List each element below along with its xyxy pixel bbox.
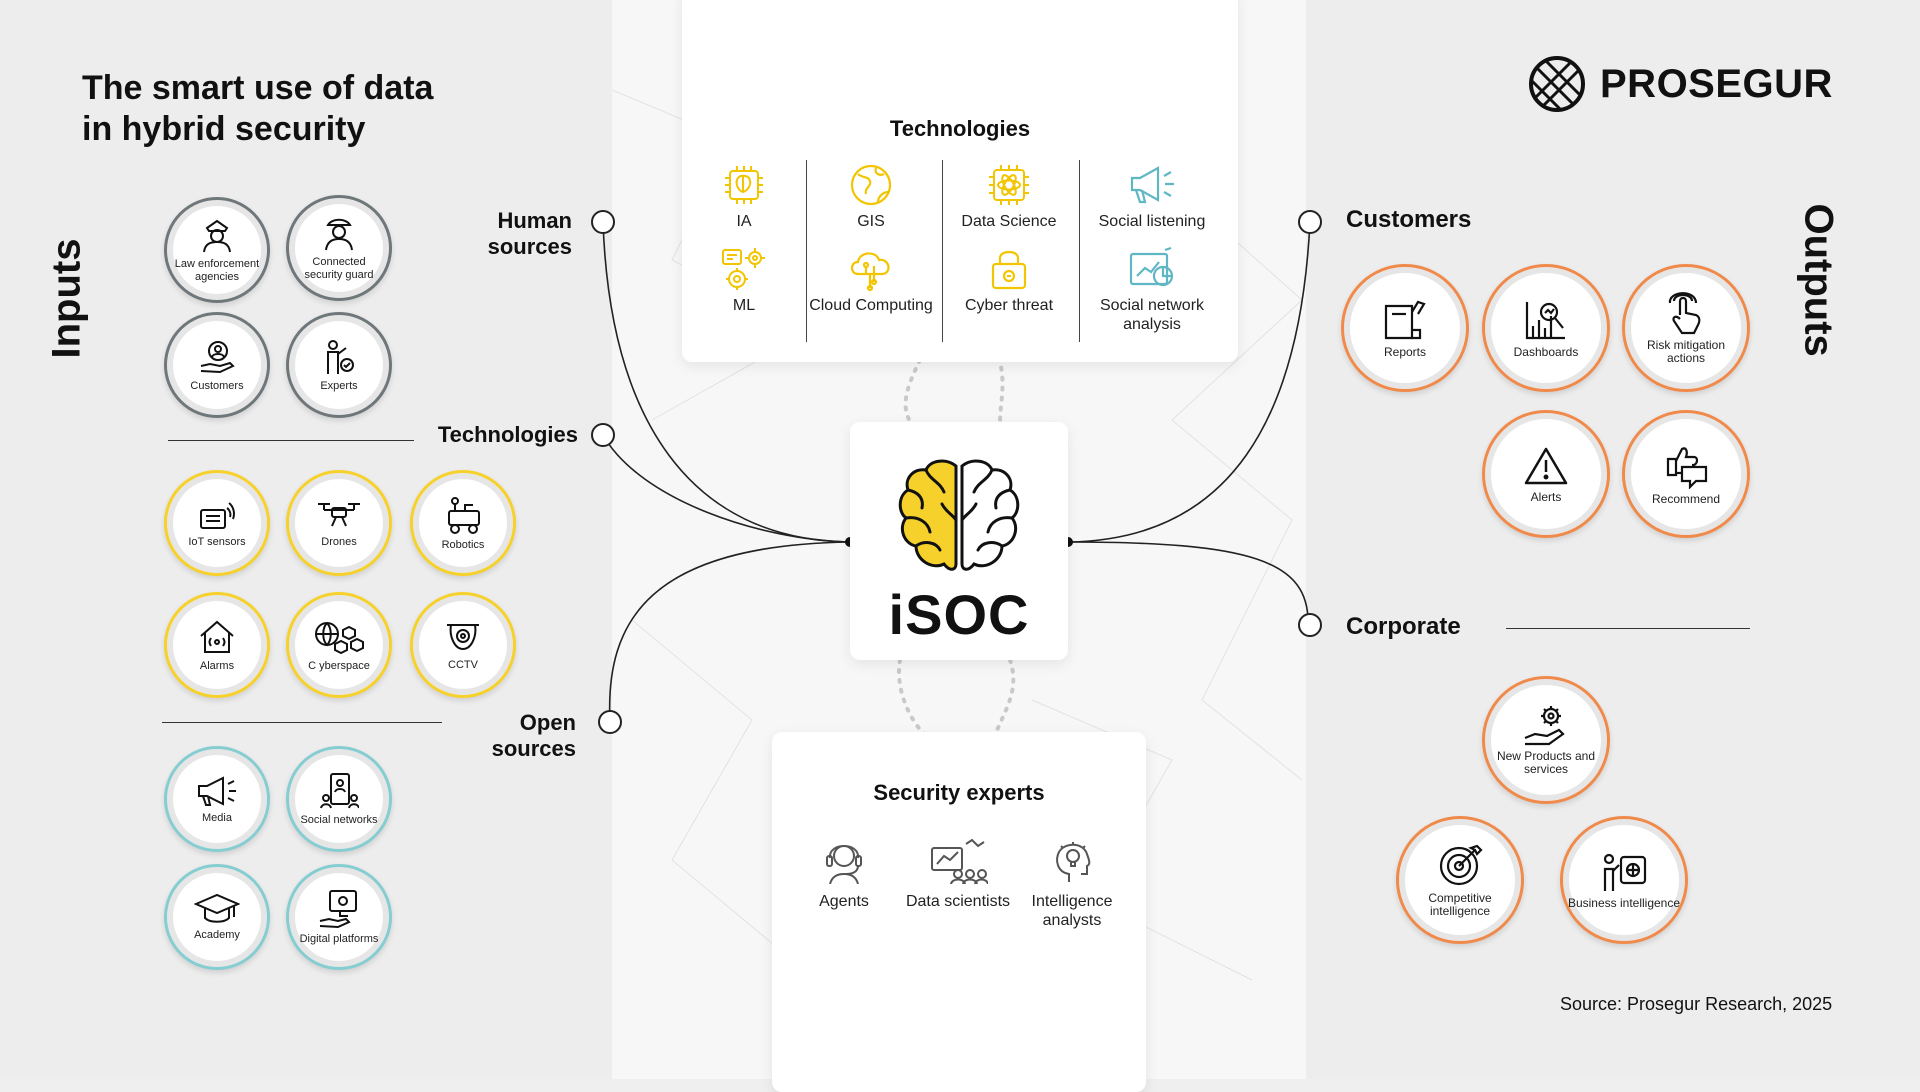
target-icon <box>1439 844 1483 886</box>
tech-cyber-threat: Cyber threat <box>944 246 1074 315</box>
globe-gis-icon <box>850 164 892 206</box>
customers-node <box>1298 210 1322 234</box>
input-academy: Academy <box>164 864 270 970</box>
network-analysis-icon <box>1129 246 1174 287</box>
ai-chip-icon <box>725 166 763 204</box>
cctv-camera-icon <box>447 623 479 650</box>
tech-data-science: Data Science <box>944 162 1074 231</box>
input-iot-sensors: IoT sensors <box>164 470 270 576</box>
tech-gis: GIS <box>806 162 936 231</box>
expert-agents: Agents <box>784 838 904 911</box>
business-intelligence-icon <box>1603 853 1647 891</box>
technologies-card-title: Technologies <box>889 116 1031 141</box>
megaphone-icon <box>198 775 236 806</box>
atom-chip-icon <box>989 165 1029 205</box>
warning-icon <box>1524 447 1568 484</box>
output-recommend: Recommend <box>1622 410 1750 538</box>
input-drones: Drones <box>286 470 392 576</box>
security-guard-icon <box>325 218 353 251</box>
input-social-networks: Social networks <box>286 746 392 852</box>
digital-platform-icon <box>319 889 357 928</box>
expert-data-scientists: Data scientists <box>898 838 1018 911</box>
security-experts-card: Security experts Agents Data scientists … <box>772 732 1146 1092</box>
isoc-center-card: iSOC <box>850 422 1068 660</box>
output-dashboards: Dashboards <box>1482 264 1610 392</box>
input-alarms: Alarms <box>164 592 270 698</box>
gear-hand-icon <box>1524 706 1565 746</box>
globe-icon <box>1529 56 1585 112</box>
output-alerts: Alerts <box>1482 410 1610 538</box>
expert-icon <box>327 339 354 374</box>
output-new-products: New Products and services <box>1482 676 1610 804</box>
customer-hand-icon <box>200 340 235 373</box>
divider <box>806 160 807 342</box>
home-alarm-icon <box>200 620 234 653</box>
tech-ml: ML <box>679 246 809 315</box>
graduation-cap-icon <box>194 893 240 923</box>
corporate-node <box>1298 613 1322 637</box>
data-scientists-icon <box>931 838 988 884</box>
tech-social-listening: Social listening <box>1082 162 1222 231</box>
brain-icon <box>898 459 1020 571</box>
cloud-computing-icon <box>850 252 890 292</box>
customers-label: Customers <box>1346 206 1472 233</box>
iot-sensor-icon <box>200 501 235 529</box>
social-network-icon <box>320 772 359 808</box>
technologies-input-label: Technologies <box>437 422 578 447</box>
divider <box>1506 628 1750 629</box>
output-risk-mitigation: Risk mitigation actions <box>1622 264 1750 392</box>
input-digital-platforms: Digital platforms <box>286 864 392 970</box>
source-note: Source: Prosegur Research, 2025 <box>1560 994 1833 1014</box>
human-sources-node <box>591 210 615 234</box>
cyberspace-icon <box>315 621 364 654</box>
thumbs-up-chat-icon <box>1666 446 1708 489</box>
input-experts: Experts <box>286 312 392 418</box>
ml-gears-icon <box>722 248 765 290</box>
analyst-idea-icon <box>1056 842 1091 882</box>
tech-cloud-computing: Cloud Computing <box>806 246 936 315</box>
input-robotics: Robotics <box>410 470 516 576</box>
technologies-node <box>591 423 615 447</box>
robot-icon <box>448 496 480 534</box>
open-sources-node <box>598 710 622 734</box>
tech-ia: IA <box>679 162 809 231</box>
expert-intelligence-analysts: Intelligence analysts <box>1012 838 1132 930</box>
input-cyberspace: C yberspace <box>286 592 392 698</box>
input-security-guard: Connected security guard <box>286 195 392 301</box>
technologies-card: Technologies IA GIS Data Science Social … <box>682 0 1238 362</box>
divider <box>162 722 442 723</box>
divider <box>1079 160 1080 342</box>
brand-name: PROSEGUR <box>1600 61 1833 106</box>
dashboard-chart-icon <box>1525 301 1565 339</box>
input-customers: Customers <box>164 312 270 418</box>
tech-social-network-analysis: Social network analysis <box>1082 246 1222 334</box>
input-cctv: CCTV <box>410 592 516 698</box>
police-officer-icon <box>203 219 231 253</box>
cyber-threat-icon <box>991 250 1027 290</box>
prosegur-logo: PROSEGUR <box>1528 55 1833 113</box>
human-sources-label: Human sources <box>487 208 572 259</box>
corporate-label: Corporate <box>1346 613 1461 640</box>
agent-headset-icon <box>826 845 862 884</box>
isoc-label: iSOC <box>888 583 1030 646</box>
input-law-enforcement: Law enforcement agencies <box>164 197 270 303</box>
divider <box>168 440 414 441</box>
report-icon <box>1384 300 1426 339</box>
open-sources-label: Open sources <box>491 710 576 761</box>
output-competitive-intelligence: Competitive intelligence <box>1396 816 1524 944</box>
megaphone-icon <box>1130 166 1174 204</box>
output-business-intelligence: Business intelligence <box>1560 816 1688 944</box>
input-media: Media <box>164 746 270 852</box>
drone-icon <box>318 502 360 526</box>
page-title: The smart use of data in hybrid security <box>82 69 434 148</box>
security-experts-title: Security experts <box>873 780 1045 805</box>
output-reports: Reports <box>1341 264 1469 392</box>
touch-action-icon <box>1668 292 1701 335</box>
divider <box>942 160 943 342</box>
